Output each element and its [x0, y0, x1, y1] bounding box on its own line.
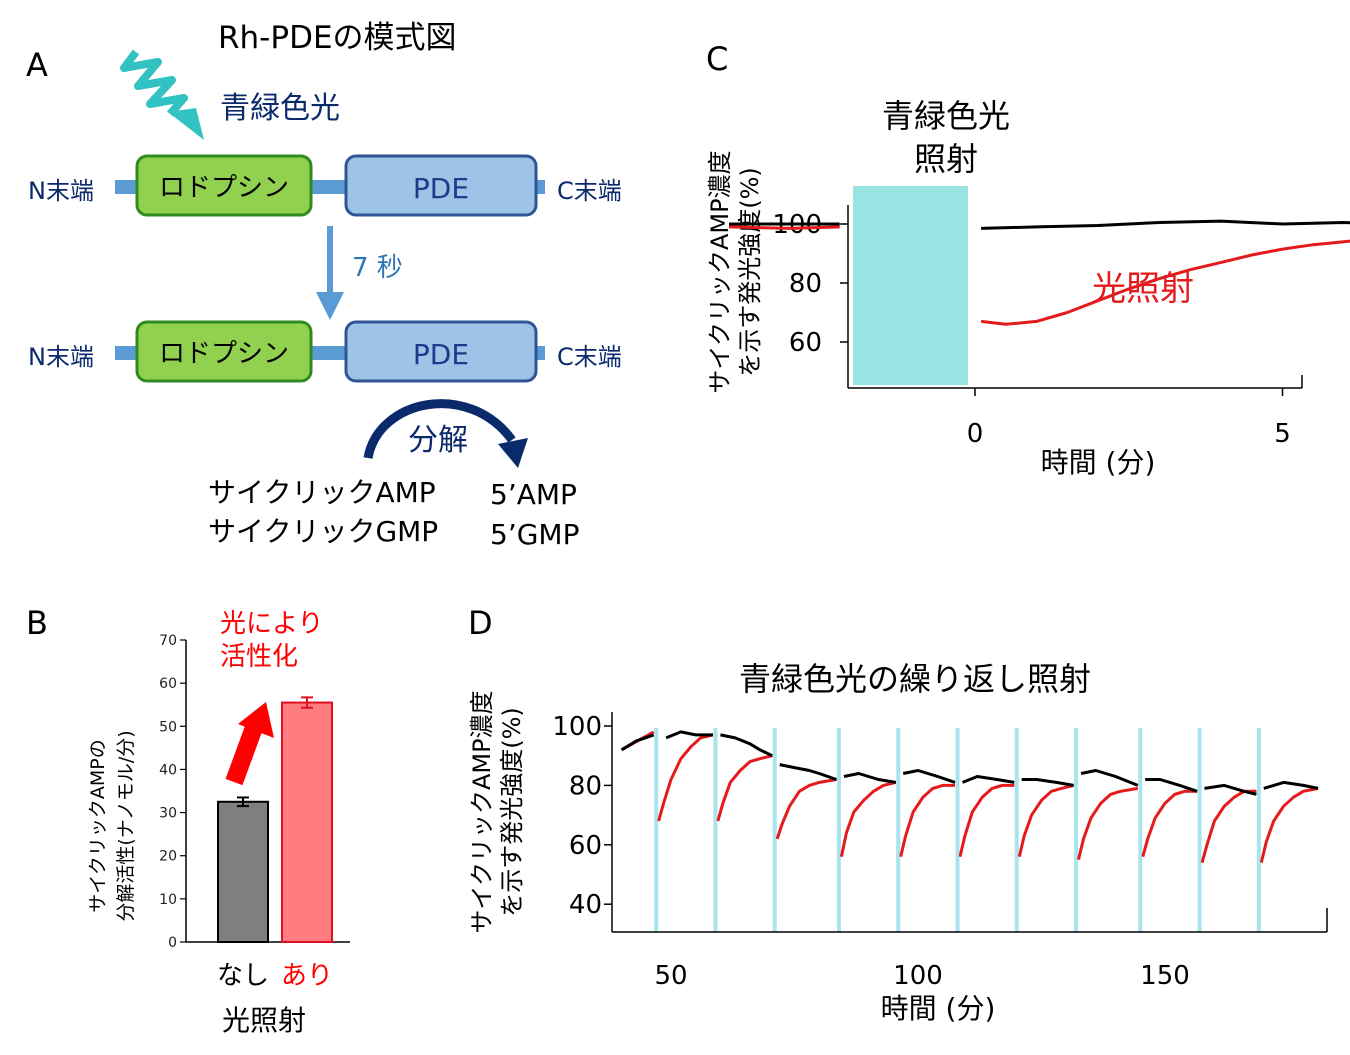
panel-b-y-tick-label: 30 [159, 806, 177, 822]
activation-label-2: 活性化 [220, 642, 298, 672]
black-trace-segment [902, 769, 956, 784]
decompose-arrow [363, 399, 528, 468]
panel-b-letter: B [26, 604, 48, 642]
panel-d-x-tick-label: 100 [893, 961, 943, 991]
illumination-box [853, 186, 968, 385]
panel-c-plot: 60801000510 [728, 186, 1350, 449]
panel-d-xlabel: 時間 (分) [881, 992, 996, 1025]
panel-d-title: 青緑色光の繰り返し照射 [739, 660, 1091, 698]
red-trace-segment [1259, 786, 1319, 863]
panel-a-letter: A [26, 46, 48, 84]
panel-d-y-tick-label: 80 [569, 771, 602, 801]
product-gmp: 5’GMP [490, 518, 579, 551]
panel-b-y-tick-label: 70 [159, 633, 177, 649]
black-trace-segment [779, 763, 837, 781]
black-trace-segment [961, 775, 1015, 784]
black-trace-after [981, 219, 1350, 230]
activation-label-1: 光により [220, 609, 323, 639]
black-trace-segment [720, 733, 773, 758]
pde-label-bottom: PDE [413, 338, 469, 371]
decompose-label: 分解 [408, 423, 468, 458]
red-trace-segment [899, 783, 955, 858]
black-trace-segment [843, 772, 897, 784]
bar-none [217, 800, 269, 943]
panel-c-letter: C [706, 40, 728, 78]
light-label: 青緑色光 [220, 91, 340, 126]
panel-b-bars: なしあり [217, 696, 333, 991]
panel-b-xlabel: 光照射 [222, 1004, 306, 1037]
red-trace-segment [657, 733, 714, 822]
n-terminus-label-top: N末端 [28, 177, 94, 205]
red-trace-segment [1077, 786, 1139, 860]
rhodopsin-box-top [135, 154, 313, 217]
red-trace-segment [839, 780, 897, 858]
panel-d-x-tick-label: 50 [654, 961, 687, 991]
panel-b-y-tick-label: 60 [159, 676, 177, 692]
panel-d-y-tick-label: 100 [552, 712, 602, 742]
panel-b-ylabel-2: 分解活性(ナノモル/分) [115, 730, 137, 921]
panel-a-title: Rh-PDEの模式図 [218, 20, 457, 56]
panel-c-x-tick-label: 5 [1274, 419, 1291, 449]
panel-b-y-tick-label: 20 [159, 849, 177, 865]
red-trace-after [980, 239, 1350, 326]
rhodopsin-label-bottom: ロドプシン [159, 339, 289, 369]
black-trace-segment [620, 733, 655, 752]
panel-d-plot: 40 60 80 100 50 100 150 [552, 712, 1328, 991]
red-trace-before [728, 225, 840, 230]
pde-box-top [344, 154, 538, 217]
red-trace-segment [775, 778, 837, 840]
panel-c-xlabel: 時間 (分) [1041, 446, 1156, 479]
pde-label-top: PDE [413, 172, 469, 205]
bar-category-label: あり [281, 961, 333, 991]
down-arrow [316, 226, 344, 320]
time-label: 7 秒 [352, 253, 403, 283]
activation-arrow [225, 702, 274, 786]
panel-c-y-tick-label: 80 [789, 269, 822, 299]
black-trace-segment [665, 730, 713, 740]
n-terminus-label-bottom: N末端 [28, 343, 94, 371]
c-terminus-label-top: C末端 [557, 177, 622, 205]
panel-b-y-tick-label: 10 [159, 892, 177, 908]
black-trace-segment [1080, 769, 1139, 787]
black-trace-segment [1263, 780, 1319, 790]
black-trace-segment [1145, 778, 1198, 793]
panel-c-series-label: 光照射 [1092, 269, 1194, 309]
c-terminus-label-bottom: C末端 [557, 343, 622, 371]
panel-b-y-tick-label: 50 [159, 719, 177, 735]
panel-d-y-tick-label: 40 [569, 890, 602, 920]
pde-box-bottom [344, 320, 538, 383]
panel-c-x-tick-label: 0 [967, 419, 984, 449]
red-trace-segment [958, 783, 1015, 858]
panel-b-ylabel-1: サイクリックAMPの [87, 739, 109, 912]
panel-d-ylabel-1: サイクリックAMP濃度 [468, 690, 496, 933]
panel-b-y-tick-label: 0 [168, 935, 177, 951]
rhodopsin-box-bottom [135, 320, 313, 383]
panel-b-y-tick-label: 40 [159, 762, 177, 778]
light-wave-icon [120, 49, 204, 140]
black-trace-segment [1021, 778, 1074, 787]
red-trace-segment [1141, 789, 1198, 858]
black-trace-segment [1204, 783, 1257, 796]
substrate-cgmp: サイクリックGMP [208, 515, 438, 548]
red-trace-segment [1200, 789, 1257, 863]
bar-category-label: なし [217, 961, 269, 991]
panel-c-ylabel-2: を示す発光強度(%) [736, 167, 764, 377]
rhodopsin-label-top: ロドプシン [159, 173, 289, 203]
panel-d-y-tick-label: 60 [569, 831, 602, 861]
panel-d-letter: D [468, 604, 493, 642]
substrate-camp: サイクリックAMP [208, 476, 436, 509]
red-trace-segment [716, 754, 773, 822]
light-on-label-1: 青緑色光 [882, 97, 1010, 135]
panel-c-y-tick-label: 60 [789, 328, 822, 358]
red-trace-segment [1017, 783, 1074, 858]
panel-d-ylabel-2: を示す発光強度(%) [498, 707, 526, 917]
product-amp: 5’AMP [490, 478, 577, 511]
bar-light [281, 701, 333, 943]
panel-d-x-tick-label: 150 [1140, 961, 1190, 991]
light-on-label-2: 照射 [914, 140, 978, 178]
panel-c-ylabel-1: サイクリックAMP濃度 [706, 150, 734, 393]
